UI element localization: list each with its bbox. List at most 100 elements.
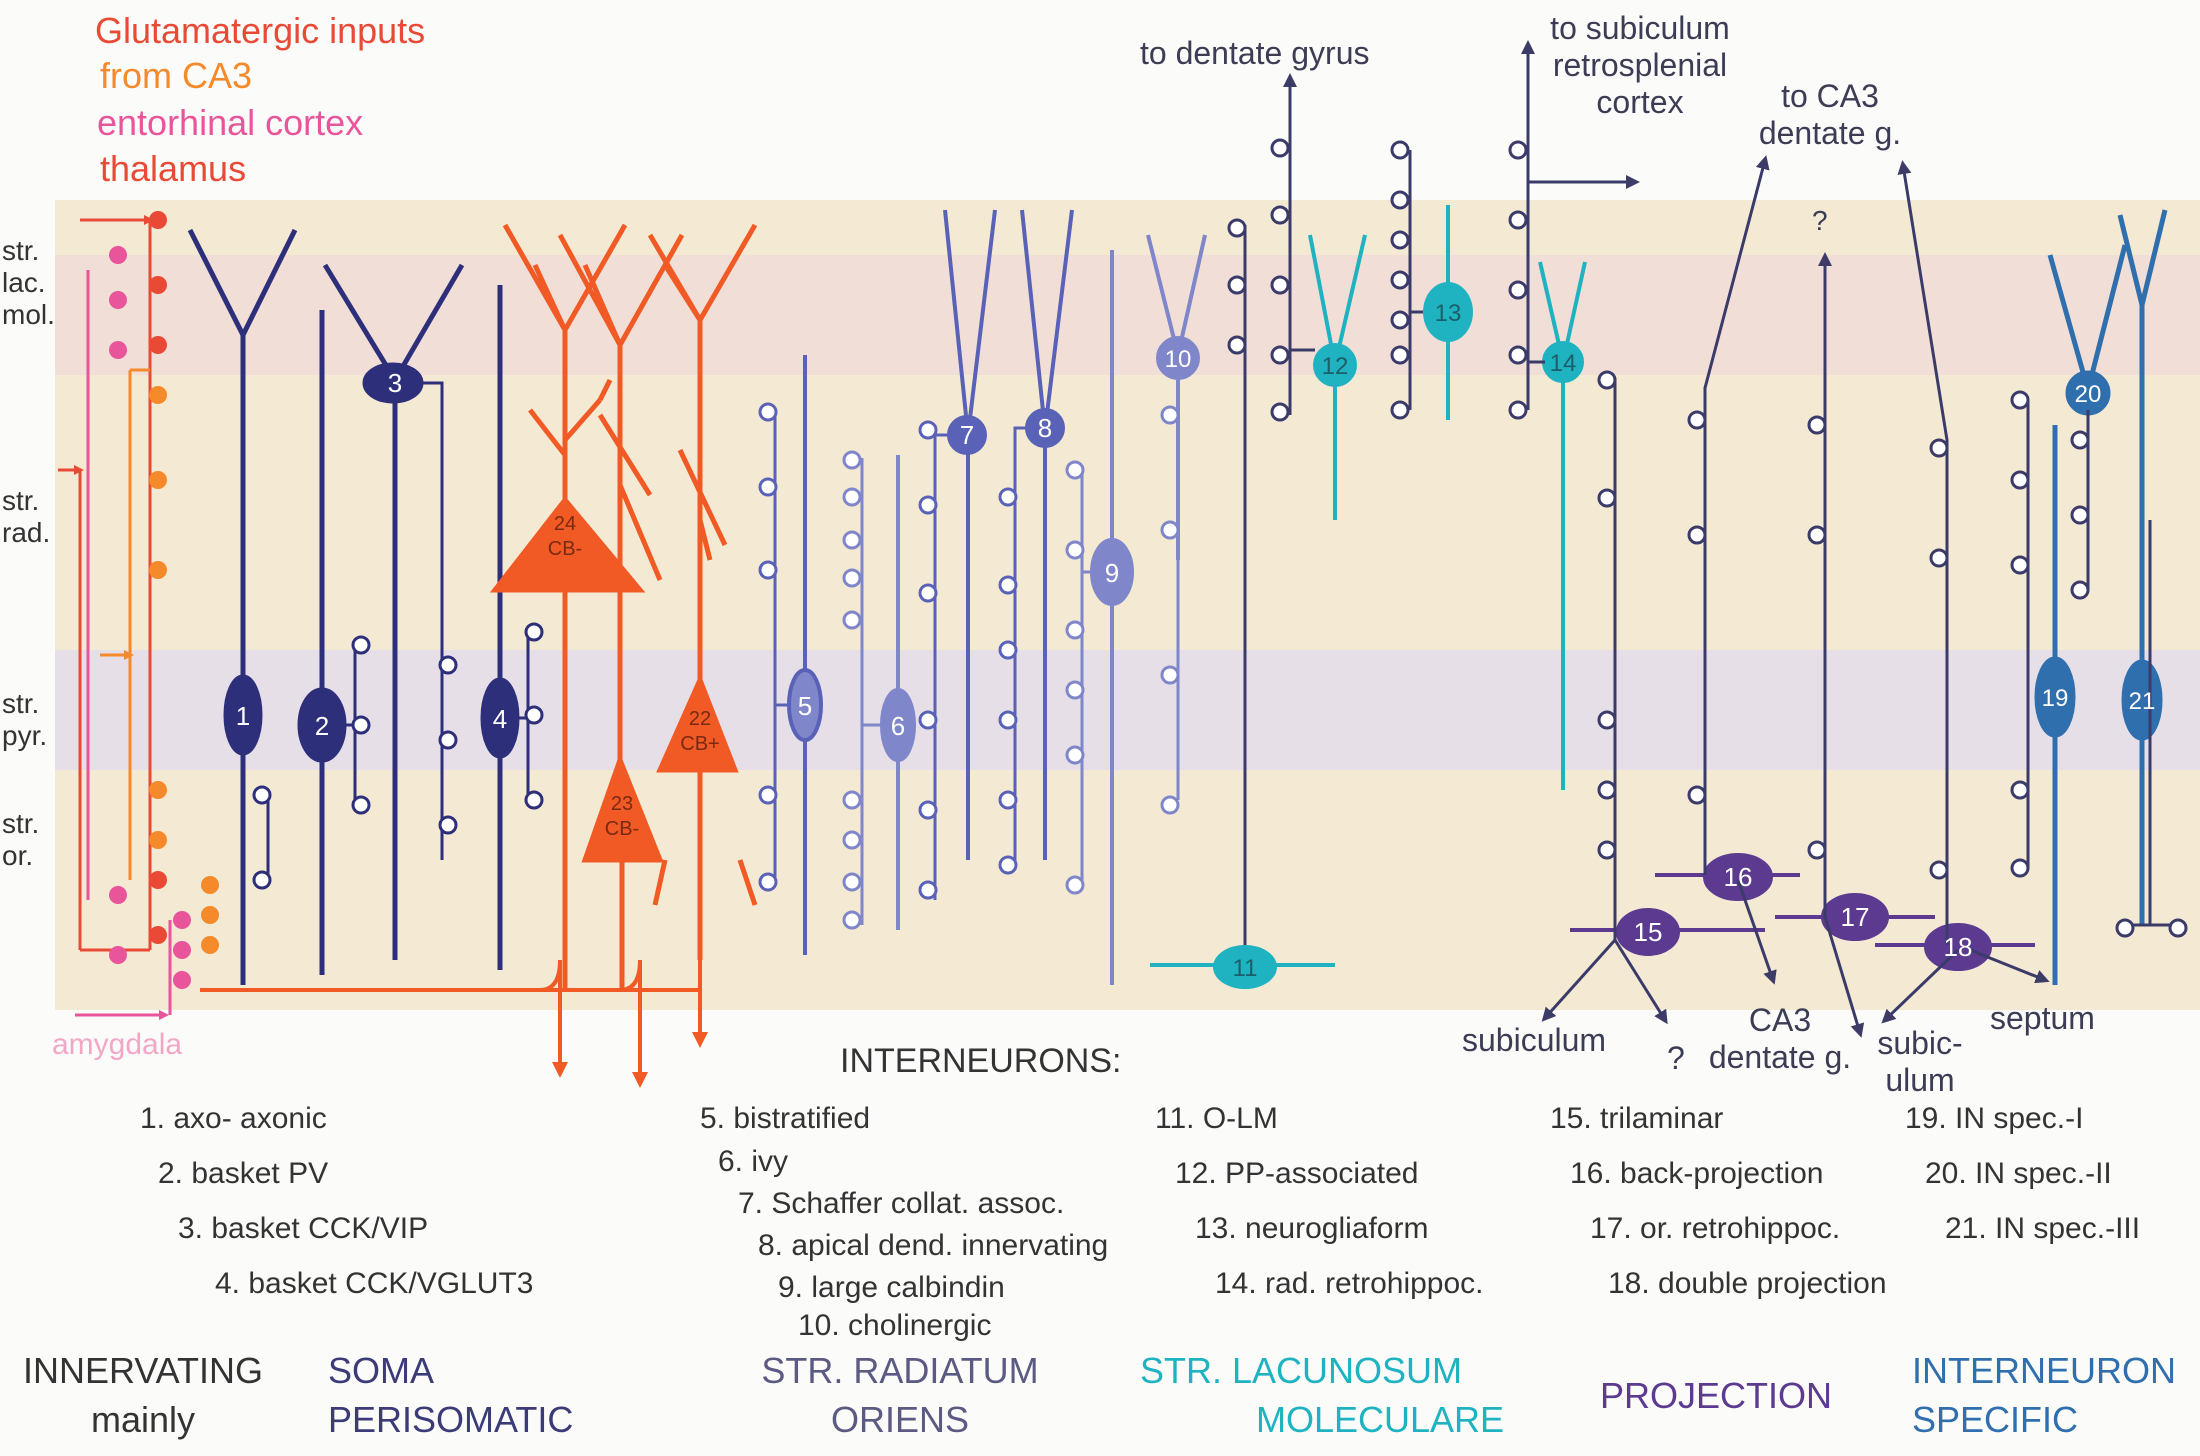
inputs-heading: Glutamatergic inputs (95, 10, 426, 51)
pyramidal-labels: 22 CB+ 23 CB- 24 CB- (548, 513, 720, 840)
layer-lacmol: str. lac. mol. (2, 235, 55, 332)
target-ca3-line1: to CA3 (1781, 78, 1879, 114)
lacunosum-moleculare-band (55, 255, 2200, 375)
cell-11-o-lm (1150, 218, 1335, 989)
cell-label-4: 4 (493, 704, 507, 734)
cell-3-basket-cck-vip (322, 263, 465, 960)
glutamatergic-inputs (58, 211, 219, 1020)
legend-item-4: 4. basket CCK/VGLUT3 (215, 1267, 534, 1300)
layer-or-line2: or. (2, 840, 34, 872)
cell-7-schaffer-collateral (918, 209, 997, 900)
legend-item-1: 1. axo- axonic (140, 1102, 327, 1135)
legend-item-17: 17. or. retrohippoc. (1590, 1212, 1841, 1245)
cell-13-neurogliaform (1390, 140, 1473, 420)
cell-label-18: 18 (1944, 932, 1973, 962)
legend-item-11: 11. O-LM (1155, 1102, 1278, 1135)
cell-label-23-num: 23 (611, 793, 633, 815)
layer-lacmol-line2: lac. (2, 267, 46, 299)
cell-15-trilaminar (1541, 370, 1765, 1025)
layer-pyr-line1: str. (2, 688, 40, 719)
legend-heading: INTERNEURONS: (840, 1042, 1122, 1080)
layer-pyr: str. pyr. (2, 688, 47, 752)
cell-label-1: 1 (236, 701, 250, 731)
legend-item-14: 14. rad. retrohippoc. (1215, 1267, 1484, 1300)
cell-label-17: 17 (1841, 902, 1870, 932)
input-entorhinal: entorhinal cortex (97, 102, 364, 143)
target-subiculum-right-line2: ulum (1885, 1061, 1955, 1098)
cell-label-15: 15 (1634, 917, 1663, 947)
target-ca3-dentate-top: to CA3 dentate g. (1740, 78, 1920, 152)
cell-16-back-projection (1655, 155, 1800, 985)
cell-label-11: 11 (1233, 955, 1258, 982)
cell-label-7: 7 (960, 420, 974, 450)
legend-item-18: 18. double projection (1608, 1267, 1887, 1300)
target-subiculum-line1: to subiculum (1550, 10, 1730, 46)
target-ca3-line2: dentate g. (1758, 114, 1902, 151)
category-innervating-line1: INNERVATING (22, 1350, 264, 1391)
target-subiculum-retrosplenial: to subiculum retrosplenial cortex (1530, 10, 1750, 120)
cell-label-20: 20 (2075, 381, 2102, 408)
cell-19-in-specific-i (2010, 390, 2076, 985)
target-subiculum-line3: cortex (1596, 83, 1684, 120)
cell-label-16: 16 (1724, 862, 1753, 892)
legend-item-3: 3. basket CCK/VIP (178, 1212, 429, 1245)
input-thalamus: thalamus (100, 148, 247, 189)
layer-rad-line2: rad. (2, 517, 51, 549)
target-septum: septum (1990, 1000, 2095, 1036)
cell-14-rad-retrohippocampal (1528, 261, 1587, 790)
input-amygdala: amygdala (52, 1028, 183, 1061)
cell-1-axo-axonic (187, 228, 298, 985)
legend-item-9: 9. large calbindin (778, 1271, 1005, 1304)
target-ca3-bottom-line2: dentate g. (1708, 1038, 1852, 1075)
cell-label-22-num: 22 (689, 708, 711, 730)
category-radiatum: STR. RADIATUM ORIENS (745, 1350, 1055, 1441)
layer-pyr-line2: pyr. (2, 720, 48, 752)
category-soma-line1: SOMA (328, 1350, 435, 1391)
cell-label-19: 19 (2042, 685, 2069, 712)
category-innervating-line2: mainly (90, 1399, 196, 1441)
legend-item-13: 13. neurogliaform (1195, 1212, 1429, 1245)
to-dentate-axon (1270, 73, 1297, 422)
layer-or-line1: str. (2, 808, 40, 839)
target-subiculum-right-line1: subic- (1877, 1025, 1963, 1061)
target-subiculum-line2: retrosplenial (1552, 46, 1728, 83)
layer-lacmol-line3: mol. (2, 299, 55, 331)
category-interneuron-line1: INTERNEURON (1912, 1350, 2177, 1391)
legend-item-12: 12. PP-associated (1175, 1157, 1419, 1190)
cell-label-23-type: CB- (605, 818, 639, 840)
cell-18-double-projection (1875, 160, 2050, 1024)
target-ca3-bottom-line1: CA3 (1748, 1002, 1812, 1038)
cell-label-8: 8 (1038, 413, 1052, 443)
legend-item-6: 6. ivy (718, 1145, 789, 1178)
category-innervating: INNERVATING mainly (18, 1350, 268, 1441)
cell-24-pyramidal (489, 223, 646, 990)
cell-label-6: 6 (891, 711, 905, 741)
category-radiatum-line2: ORIENS (830, 1399, 970, 1441)
cell-12-pp-associated (1290, 234, 1367, 520)
legend-item-2: 2. basket PV (158, 1157, 329, 1190)
cell-9-large-calbindin (1065, 250, 1134, 985)
cell-label-2: 2 (315, 711, 329, 741)
cell-label-5: 5 (798, 691, 812, 721)
cell-20-in-specific-ii (2047, 244, 2128, 600)
cell-label-21: 21 (2129, 688, 2156, 715)
cell-number-labels: 1 2 3 4 5 6 7 8 9 10 11 12 13 14 15 16 1… (236, 300, 2156, 982)
layer-lacmol-line1: str. (2, 235, 40, 266)
legend-item-15: 15. trilaminar (1550, 1102, 1724, 1135)
cell-label-12: 12 (1322, 353, 1349, 380)
to-subiculum-axon (1508, 40, 1640, 420)
category-projection: PROJECTION (1600, 1375, 1833, 1416)
category-soma-line2: PERISOMATIC (328, 1399, 574, 1441)
cell-label-24-num: 24 (554, 513, 576, 535)
cell-23-pyramidal (557, 233, 685, 990)
layer-or: str. or. (2, 808, 39, 872)
cell-label-10: 10 (1165, 346, 1192, 373)
cell-2-basket-pv (297, 310, 371, 975)
pyramidal-output-axons (200, 959, 708, 1088)
legend-item-20: 20. IN spec.-II (1925, 1157, 2112, 1190)
layer-rad: str. rad. (2, 485, 50, 549)
pyramidale-band (55, 650, 2200, 770)
target-ca3-dentate-bottom: CA3 dentate g. (1700, 1002, 1860, 1076)
cell-10-cholinergic (1146, 234, 1207, 815)
